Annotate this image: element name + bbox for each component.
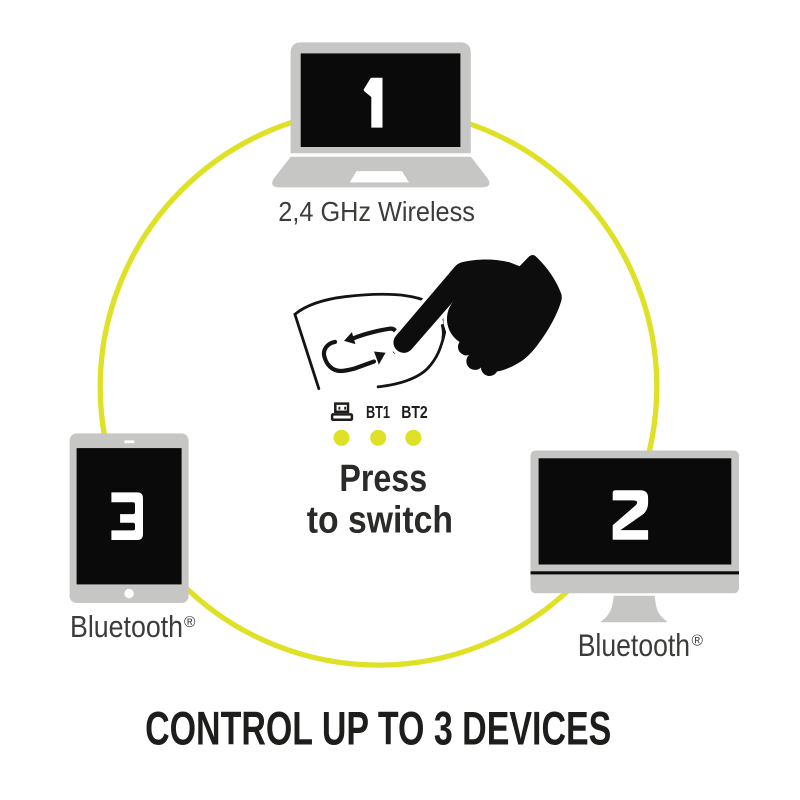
svg-text:BT2: BT2 — [401, 402, 428, 422]
svg-text:Bluetooth: Bluetooth — [578, 627, 690, 663]
svg-text:®: ® — [692, 633, 704, 650]
svg-text:2,4 GHz Wireless: 2,4 GHz Wireless — [278, 196, 475, 227]
svg-text:Bluetooth: Bluetooth — [70, 610, 183, 644]
svg-text:Press: Press — [339, 458, 427, 500]
svg-text:®: ® — [184, 614, 196, 631]
svg-text:BT1: BT1 — [366, 402, 390, 422]
svg-text:CONTROL UP TO 3 DEVICES: CONTROL UP TO 3 DEVICES — [145, 702, 611, 755]
svg-text:to switch: to switch — [307, 500, 453, 542]
